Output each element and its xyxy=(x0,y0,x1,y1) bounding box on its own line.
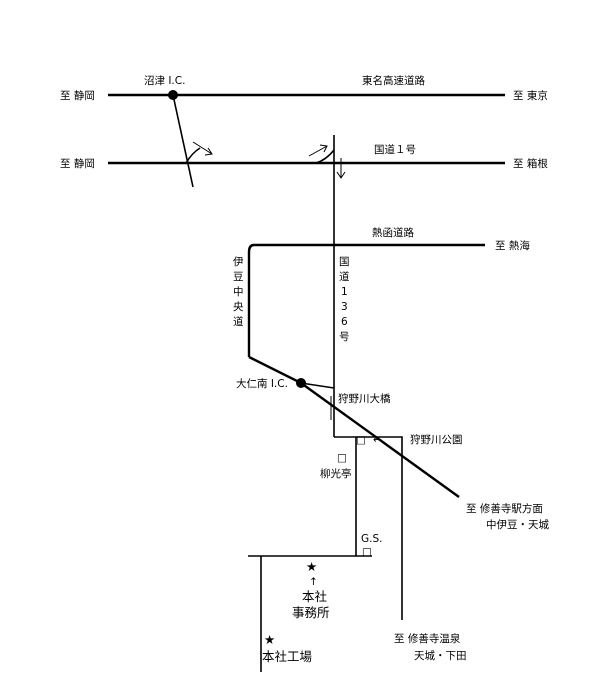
label-to-shuzenji-station: 至 修善寺駅方面 xyxy=(466,502,543,515)
label-to-shuzenji-onsen: 至 修善寺温泉 xyxy=(394,632,461,645)
label-route136: 国 道 1 3 6 号 xyxy=(339,256,350,343)
label-to-hakone: 至 箱根 xyxy=(513,157,548,170)
label-to-tokyo: 至 東京 xyxy=(513,89,548,102)
honsha-office-star-icon: ★ xyxy=(306,559,317,574)
label-amagi-shimoda: 天城・下田 xyxy=(414,650,467,662)
honsha-office-arrow-icon: ↑ xyxy=(309,576,318,588)
label-honsha-factory: 本社工場 xyxy=(262,649,312,664)
label-honsha-office-2: 事務所 xyxy=(292,605,330,620)
route136-ramp xyxy=(315,149,335,164)
kano-park-arrow-icon: ← xyxy=(373,434,382,446)
kano-park-square-icon: □ xyxy=(356,434,366,446)
svg-text:中: 中 xyxy=(233,285,244,298)
label-to-shizuoka-top: 至 静岡 xyxy=(60,89,95,102)
svg-text:6: 6 xyxy=(341,316,348,328)
junction-arrow-up-icon xyxy=(308,144,328,157)
ryukotei-square-icon: □ xyxy=(337,452,347,464)
label-numazu-ic: 沼津 I.C. xyxy=(144,74,185,87)
label-kano-bridge: 狩野川大橋 xyxy=(338,392,391,405)
svg-text:伊: 伊 xyxy=(233,256,244,268)
honsha-factory-star-icon: ★ xyxy=(264,632,275,647)
label-to-atami: 至 熱海 xyxy=(495,239,530,252)
svg-text:1: 1 xyxy=(341,286,348,298)
label-netsukan: 熱函道路 xyxy=(372,226,414,239)
shuzenji-onsen-road xyxy=(334,436,403,620)
label-honsha-office-1: 本社 xyxy=(302,589,327,604)
label-ohito-minami-ic: 大仁南 I.C. xyxy=(236,377,288,390)
label-tomei: 東名高速道路 xyxy=(362,74,425,87)
label-gs: G.S. xyxy=(361,533,382,545)
label-to-shizuoka-mid: 至 静岡 xyxy=(60,157,95,170)
label-izu-chuo: 伊 豆 中 央 道 xyxy=(233,256,244,328)
label-kano-park: 狩野川公園 xyxy=(410,433,463,446)
numazu-ic-marker xyxy=(168,90,178,100)
ic-connector xyxy=(300,382,335,389)
svg-text:道: 道 xyxy=(233,315,244,328)
svg-text:央: 央 xyxy=(233,300,244,313)
netsukan-road-line xyxy=(247,243,485,357)
gs-square-icon: □ xyxy=(362,546,372,558)
numazu-ramp xyxy=(185,147,201,164)
numazu-ic-access-road xyxy=(172,94,194,188)
ramp-direction-arrow-icon xyxy=(192,141,213,156)
svg-text:豆: 豆 xyxy=(233,271,244,283)
label-ryukotei: 柳光亭 xyxy=(320,467,352,480)
svg-text:3: 3 xyxy=(341,301,348,313)
label-route1: 国道１号 xyxy=(374,143,416,156)
svg-text:号: 号 xyxy=(339,331,350,343)
svg-text:道: 道 xyxy=(339,270,350,283)
svg-text:国: 国 xyxy=(339,256,350,268)
junction-arrow-down-icon xyxy=(336,158,346,179)
label-naka-izu-amagi: 中伊豆・天城 xyxy=(486,518,549,531)
